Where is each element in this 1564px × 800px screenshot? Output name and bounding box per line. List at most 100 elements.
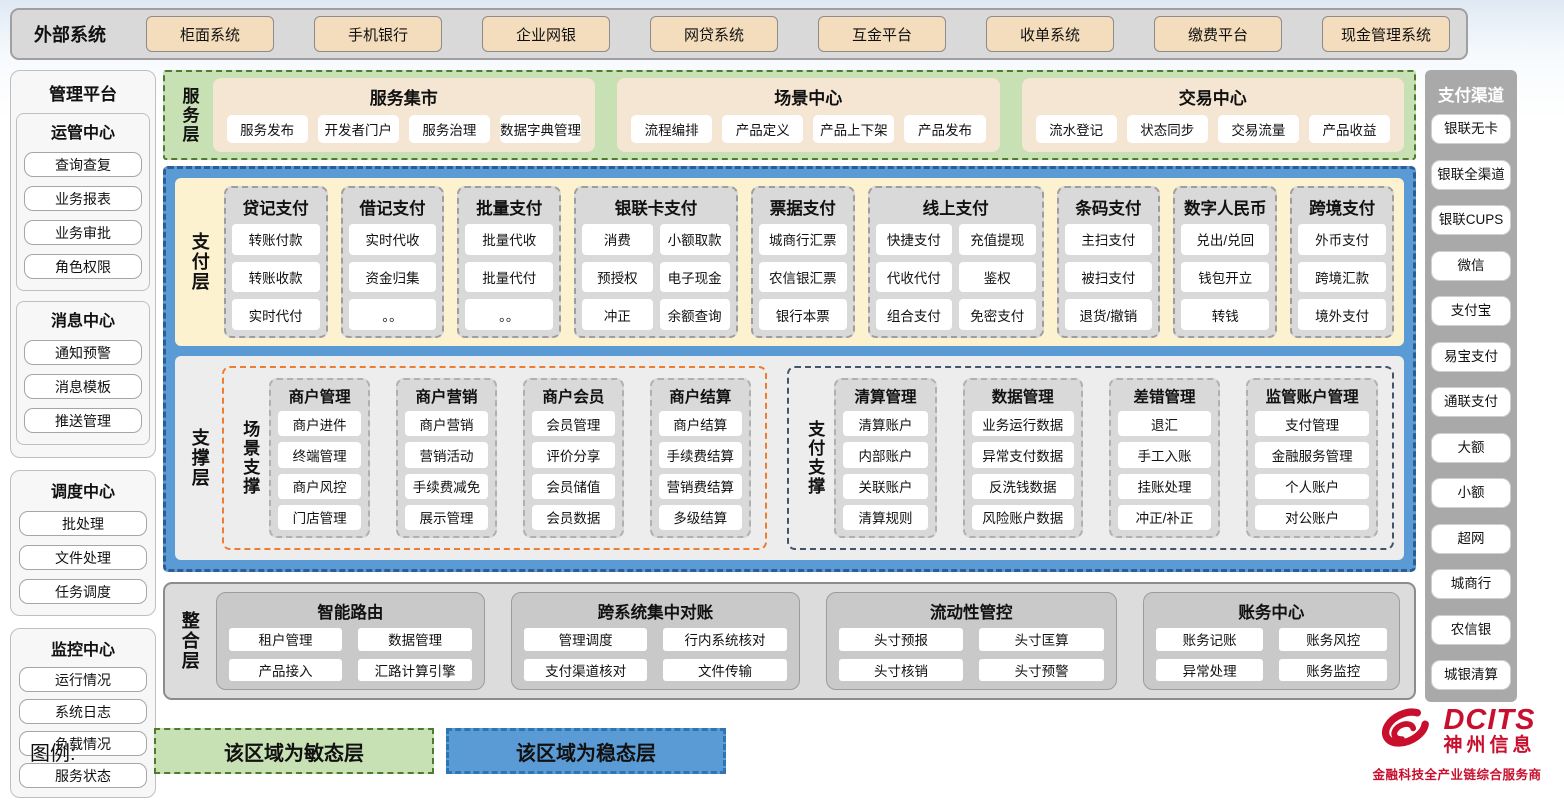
clearing-mgmt-column: 清算管理 清算账户内部账户关联账户清算规则 (834, 378, 937, 538)
credit-payment-column: 贷记支付 转账付款转账收款实时代付 (223, 186, 328, 338)
integration-item: 支付渠道核对 (523, 658, 648, 681)
payment-item: 资金归集 (348, 261, 437, 293)
column-items: 消费小额取款预授权电子现金冲正余额查询 (582, 224, 730, 330)
support-item: 内部账户 (843, 442, 928, 468)
integration-item: 异常处理 (1155, 658, 1264, 681)
service-panels: 服务集市 服务发布开发者门户服务治理数据字典管理 场景中心 流程编排产品定义产品… (212, 78, 1404, 152)
support-item: 退汇 (1117, 411, 1212, 437)
column-items: 清算账户内部账户关联账户清算规则 (843, 411, 928, 530)
payment-item: 。。 (465, 299, 554, 330)
management-item: 业务审批 (24, 220, 142, 245)
payment-item: 电子现金 (659, 261, 730, 293)
message-center-group: 消息中心 通知预警消息模板推送管理 (16, 301, 150, 445)
support-item: 业务运行数据 (971, 411, 1074, 437)
panel-items: 头寸预报头寸匡算头寸核销头寸预警 (838, 628, 1104, 681)
support-item: 营销活动 (405, 442, 488, 468)
legend: 图例: 该区域为敏态层 该区域为稳态层 (30, 728, 726, 774)
payment-channel-item: 城商行 (1431, 569, 1511, 599)
service-item: 数据字典管理 (499, 115, 582, 143)
support-item: 商户进件 (278, 411, 362, 437)
service-layer: 服务层 服务集市 服务发布开发者门户服务治理数据字典管理 场景中心 流程编排产品… (163, 70, 1416, 160)
panel-items: 租户管理数据管理产品接入汇路计算引擎 (228, 628, 472, 681)
merchant-mgmt-column: 商户管理 商户进件终端管理商户风控门店管理 (269, 378, 371, 538)
column-items: 业务运行数据异常支付数据反洗钱数据风险账户数据 (971, 411, 1074, 530)
bill-payment-column: 票据支付 城商行汇票农信银汇票银行本票 (750, 186, 855, 338)
panel-title: 智能路由 (317, 604, 384, 622)
payment-support-label: 支付支撑 (805, 420, 825, 496)
column-title: 商户营销 (415, 389, 478, 406)
group-items: 查询查复业务报表业务审批角色权限 (21, 152, 145, 279)
batch-payment-column: 批量支付 批量代收批量代付。。 (457, 186, 562, 338)
support-item: 风险账户数据 (971, 504, 1074, 530)
integration-item: 账务监控 (1279, 658, 1387, 681)
payment-item: 被扫支付 (1064, 261, 1153, 293)
payment-channel-item: 银联全渠道 (1431, 159, 1511, 190)
payment-item: 批量代收 (465, 224, 554, 255)
support-item: 异常支付数据 (971, 442, 1074, 468)
service-item: 流水登记 (1035, 115, 1117, 143)
column-title: 数字人民币 (1184, 200, 1267, 218)
integration-item: 头寸匡算 (979, 628, 1104, 651)
column-title: 清算管理 (854, 389, 917, 406)
integration-item: 行内系统核对 (663, 628, 787, 651)
barcode-payment-column: 条码支付 主扫支付被扫支付退货/撤销 (1056, 186, 1161, 338)
support-item: 评价分享 (531, 442, 615, 468)
management-item: 系统日志 (19, 699, 147, 724)
payment-item: 批量代付 (465, 261, 554, 293)
panel-title: 交易中心 (1178, 89, 1247, 108)
data-mgmt-column: 数据管理 业务运行数据异常支付数据反洗钱数据风险账户数据 (962, 378, 1083, 538)
payment-channel-item: 农信银 (1431, 614, 1511, 645)
payment-support-columns: 清算管理 清算账户内部账户关联账户清算规则 数据管理 业务运行数据异常支付数据反… (830, 376, 1382, 540)
debit-payment-column: 借记支付 实时代收资金归集。。 (340, 186, 445, 338)
support-item: 清算账户 (843, 411, 928, 437)
external-system-box: 手机银行 (314, 16, 442, 52)
scene-support-box: 场景支撑 商户管理 商户进件终端管理商户风控门店管理 商户营销 商户营销营销活动… (221, 366, 767, 550)
payment-channel-item: 支付宝 (1431, 296, 1511, 326)
payment-item: 余额查询 (659, 299, 730, 330)
logo-tagline: 金融科技全产业链综合服务商 (1372, 768, 1542, 782)
management-item: 查询查复 (24, 152, 142, 177)
column-title: 银联卡支付 (614, 200, 698, 218)
column-title: 差错管理 (1133, 389, 1196, 406)
management-item: 推送管理 (24, 408, 142, 433)
monitor-center-group: 监控中心 运行情况系统日志负载情况服务状态 (10, 628, 156, 798)
external-system-box: 企业网银 (482, 16, 610, 52)
smart-routing-panel: 智能路由 租户管理数据管理产品接入汇路计算引擎 (215, 592, 485, 690)
payment-item: 转钱 (1181, 299, 1270, 330)
payment-item: 外币支付 (1298, 224, 1387, 255)
cross-system-reconciliation-panel: 跨系统集中对账 管理调度行内系统核对支付渠道核对文件传输 (510, 592, 800, 690)
service-item: 产品发布 (904, 115, 986, 143)
management-item: 通知预警 (24, 340, 142, 365)
support-item: 终端管理 (278, 442, 362, 468)
column-title: 监管账户管理 (1265, 389, 1359, 406)
service-item: 状态同步 (1126, 115, 1208, 143)
column-title: 商户会员 (542, 389, 605, 406)
support-item: 金融服务管理 (1255, 442, 1369, 468)
service-layer-label: 服务层 (179, 86, 199, 144)
management-item: 任务调度 (19, 579, 147, 604)
management-platform-box: 管理平台 运管中心 查询查复业务报表业务审批角色权限 消息中心 通知预警消息模板… (10, 70, 156, 458)
column-title: 条码支付 (1075, 200, 1142, 218)
integration-item: 账务记账 (1155, 628, 1264, 651)
regulatory-account-column: 监管账户管理 支付管理金融服务管理个人账户对公账户 (1246, 378, 1378, 538)
column-items: 城商行汇票农信银汇票银行本票 (758, 224, 847, 330)
integration-panels: 智能路由 租户管理数据管理产品接入汇路计算引擎 跨系统集中对账 管理调度行内系统… (215, 592, 1400, 690)
payment-item: 农信银汇票 (758, 261, 847, 293)
integration-item: 头寸核销 (838, 658, 964, 681)
column-items: 退汇手工入账挂账处理冲正/补正 (1117, 411, 1212, 530)
column-items: 主扫支付被扫支付退货/撤销 (1064, 224, 1153, 330)
service-item: 产品上下架 (813, 115, 895, 143)
management-item: 消息模板 (24, 374, 142, 399)
payment-item: 主扫支付 (1064, 224, 1153, 255)
legend-agile-layer: 该区域为敏态层 (154, 728, 434, 774)
group-title: 运管中心 (50, 125, 115, 142)
payment-channel-item: 超网 (1431, 523, 1511, 554)
column-title: 数据管理 (991, 389, 1054, 406)
external-system-box: 柜面系统 (146, 16, 274, 52)
column-items: 实时代收资金归集。。 (348, 224, 437, 330)
payment-item: 代收代付 (875, 261, 953, 293)
column-items: 外币支付跨境汇款境外支付 (1298, 224, 1387, 330)
management-item: 服务状态 (19, 763, 147, 788)
liquidity-control-panel: 流动性管控 头寸预报头寸匡算头寸核销头寸预警 (825, 592, 1117, 690)
